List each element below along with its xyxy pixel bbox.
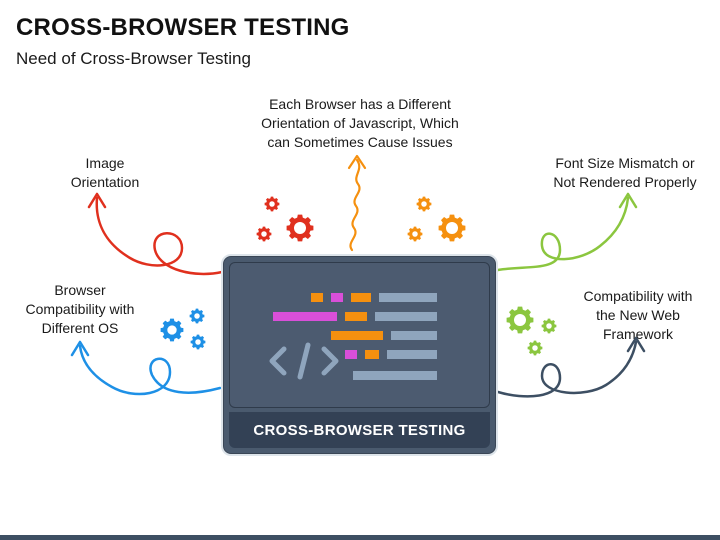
gear-icon-blue-small-top xyxy=(189,308,205,324)
navy-arrow xyxy=(496,336,646,398)
callout-line: Orientation of Javascript, Which xyxy=(261,115,459,131)
callout-line: Each Browser has a Different xyxy=(269,96,451,112)
code-token xyxy=(365,350,379,359)
callout-browser-os: Browser Compatibility with Different OS xyxy=(10,281,150,338)
callout-line: Image xyxy=(85,155,125,171)
callout-javascript-orientation: Each Browser has a Different Orientation… xyxy=(250,95,470,152)
code-token xyxy=(387,350,437,359)
callout-line: can Sometimes Cause Issues xyxy=(267,134,453,150)
orange-arrow xyxy=(347,154,367,252)
callout-web-framework: Compatibility with the New Web Framework xyxy=(568,287,708,344)
gear-icon-green-small-bottom xyxy=(527,340,543,356)
gear-icon-green-large xyxy=(506,306,534,334)
code-token xyxy=(311,293,323,302)
gear-icon-red-small-top xyxy=(264,196,280,212)
gear-icon-red-large xyxy=(286,214,314,242)
callout-line: Different OS xyxy=(41,320,119,336)
code-token xyxy=(331,331,383,340)
green-arrow xyxy=(496,192,638,272)
code-token xyxy=(379,293,437,302)
gear-icon-blue-large xyxy=(160,318,184,342)
code-lines xyxy=(269,293,437,380)
gear-icon-red-small-bottom xyxy=(256,226,272,242)
gear-icon-blue-small-bottom xyxy=(190,334,206,350)
gear-icon-green-small-right xyxy=(541,318,557,334)
gear-icon-orange-small-bottom xyxy=(407,226,423,242)
callout-line: Compatibility with xyxy=(25,301,135,317)
panel-caption: CROSS-BROWSER TESTING xyxy=(229,412,490,448)
code-brackets-icon xyxy=(269,342,339,380)
page-title: CROSS-BROWSER TESTING xyxy=(16,14,350,41)
code-area xyxy=(229,262,490,408)
code-token xyxy=(353,371,437,380)
callout-font-size: Font Size Mismatch or Not Rendered Prope… xyxy=(540,154,710,192)
gear-icon-orange-large xyxy=(438,214,466,242)
code-token xyxy=(331,293,343,302)
gear-icon-orange-small-top xyxy=(416,196,432,212)
code-token xyxy=(375,312,437,321)
callout-image-orientation: Image Orientation xyxy=(55,154,155,192)
callout-line: Browser xyxy=(54,282,106,298)
callout-line: Font Size Mismatch or xyxy=(555,155,695,171)
red-arrow xyxy=(87,192,224,276)
code-token xyxy=(391,331,437,340)
code-token xyxy=(345,312,367,321)
code-token xyxy=(345,350,357,359)
callout-line: Framework xyxy=(602,326,673,342)
code-token xyxy=(351,293,371,302)
callout-line: the New Web xyxy=(596,307,680,323)
blue-arrow xyxy=(70,340,222,396)
code-token xyxy=(273,312,337,321)
browser-screen-panel: CROSS-BROWSER TESTING xyxy=(221,254,498,456)
page-subtitle: Need of Cross-Browser Testing xyxy=(16,49,251,68)
footer-bar xyxy=(0,535,720,540)
callout-line: Not Rendered Properly xyxy=(553,174,697,190)
callout-line: Orientation xyxy=(70,174,140,190)
callout-line: Compatibility with xyxy=(583,288,693,304)
